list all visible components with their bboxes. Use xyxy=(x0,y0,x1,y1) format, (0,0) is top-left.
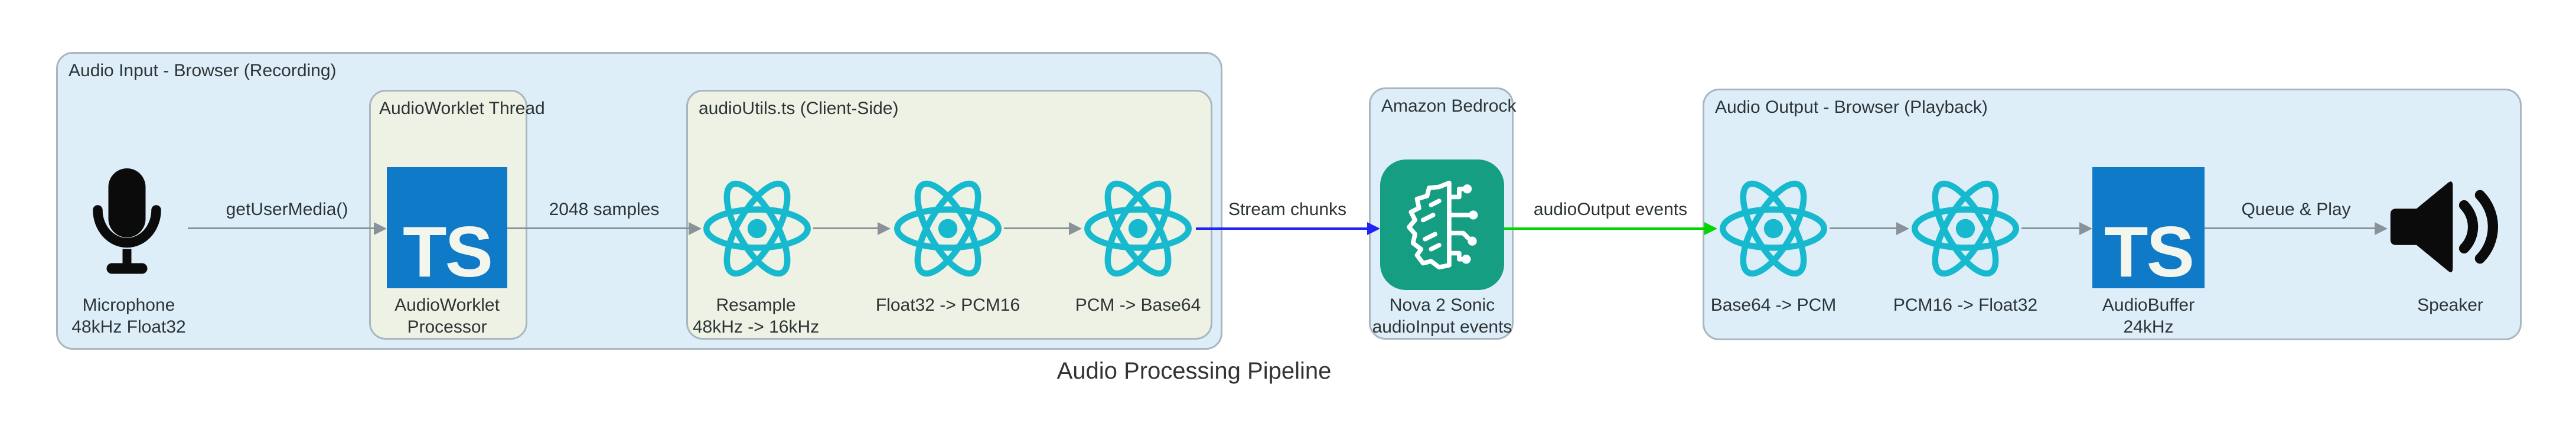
react-icon xyxy=(1720,180,1827,277)
label-line: PCM16 -> Float32 xyxy=(1893,295,2038,315)
label-line: Speaker xyxy=(2417,295,2483,315)
arrowhead-pcm16-to-base64 xyxy=(1069,222,1082,235)
typescript-logo-letters: TS xyxy=(2104,211,2195,292)
typescript-logo: TS xyxy=(2092,167,2205,288)
microphone-label: Microphone 48kHz Float32 xyxy=(0,294,276,338)
label-line: Microphone xyxy=(82,295,175,315)
label-line: Nova 2 Sonic xyxy=(1389,295,1495,315)
react-icon xyxy=(1084,180,1192,277)
edge-queue-and-play xyxy=(2205,227,2375,229)
pcm-to-base64-label: PCM -> Base64 xyxy=(990,294,1286,316)
container-audio-input-title: Audio Input - Browser (Recording) xyxy=(69,61,337,80)
pcm16-to-float32-label: PCM16 -> Float32 xyxy=(1818,294,2113,316)
edge-label-getusermedia: getUserMedia() xyxy=(226,200,348,219)
react-icon xyxy=(894,180,1002,277)
label-line: AudioBuffer xyxy=(2102,295,2195,315)
arrowhead-mic-to-worklet xyxy=(374,222,387,235)
arrowhead-audiooutput-events xyxy=(1704,222,1717,235)
edge-stream-chunks xyxy=(1196,227,1367,230)
label-line: PCM -> Base64 xyxy=(1075,295,1201,315)
speaker-label: Speaker xyxy=(2303,294,2576,316)
subgraph-audioworklet-thread-title: AudioWorklet Thread xyxy=(379,99,545,118)
edge-resample-to-pcm16 xyxy=(813,227,878,229)
base64-to-pcm-label: Base64 -> PCM xyxy=(1626,294,1921,316)
edge-pcm16-to-base64 xyxy=(1004,227,1069,229)
label-line: Processor xyxy=(407,317,487,337)
microphone-icon xyxy=(93,168,161,274)
audio-buffer-label: AudioBuffer 24kHz xyxy=(2001,294,2296,338)
float32-to-pcm16-label: Float32 -> PCM16 xyxy=(800,294,1095,316)
react-icon xyxy=(1912,180,2019,277)
subgraph-audio-utils-title: audioUtils.ts (Client-Side) xyxy=(699,99,899,118)
typescript-logo: TS xyxy=(387,167,507,288)
label-line: AudioWorklet xyxy=(394,295,500,315)
label-line: 48kHz Float32 xyxy=(71,317,186,337)
edge-mic-to-worklet xyxy=(188,227,374,229)
arrowhead-queue-and-play xyxy=(2375,222,2388,235)
edge-label-2048-samples: 2048 samples xyxy=(549,200,660,219)
label-line: Float32 -> PCM16 xyxy=(875,295,1020,315)
edge-label-audiooutput-events: audioOutput events xyxy=(1533,200,1688,219)
label-line: Resample xyxy=(716,295,796,315)
arrowhead-stream-chunks xyxy=(1367,222,1380,235)
label-line: Base64 -> PCM xyxy=(1710,295,1837,315)
resample-label: Resample 48kHz -> 16kHz xyxy=(608,294,904,338)
label-line: audioInput events xyxy=(1372,317,1512,337)
diagram-title: Audio Processing Pipeline xyxy=(1057,358,1332,384)
edge-label-queue-and-play: Queue & Play xyxy=(2241,200,2351,219)
arrowhead-base64-to-pcm16 xyxy=(1896,222,1909,235)
label-line: 48kHz -> 16kHz xyxy=(692,317,820,337)
arrowhead-worklet-to-resample xyxy=(689,222,702,235)
nova-sonic-label: Nova 2 Sonic audioInput events xyxy=(1294,294,1590,338)
edge-pcm16-to-buffer xyxy=(2021,227,2079,229)
arrowhead-pcm16-to-buffer xyxy=(2079,222,2092,235)
container-audio-output-title: Audio Output - Browser (Playback) xyxy=(1715,97,1988,117)
nova-sonic-brain-icon xyxy=(1380,159,1504,290)
arrowhead-resample-to-pcm16 xyxy=(878,222,891,235)
audioworklet-processor-label: AudioWorklet Processor xyxy=(299,294,595,338)
brain-circuit-glyph xyxy=(1407,180,1478,269)
speaker-icon xyxy=(2390,181,2498,272)
container-amazon-bedrock-title: Amazon Bedrock xyxy=(1381,96,1517,116)
react-icon xyxy=(703,180,811,277)
edge-audiooutput-events xyxy=(1504,227,1704,230)
edge-base64-to-pcm16 xyxy=(1830,227,1896,229)
label-line: 24kHz xyxy=(2123,317,2174,337)
edge-label-stream-chunks: Stream chunks xyxy=(1228,200,1347,219)
edge-worklet-to-resample xyxy=(507,227,689,229)
typescript-logo-letters: TS xyxy=(403,211,493,292)
